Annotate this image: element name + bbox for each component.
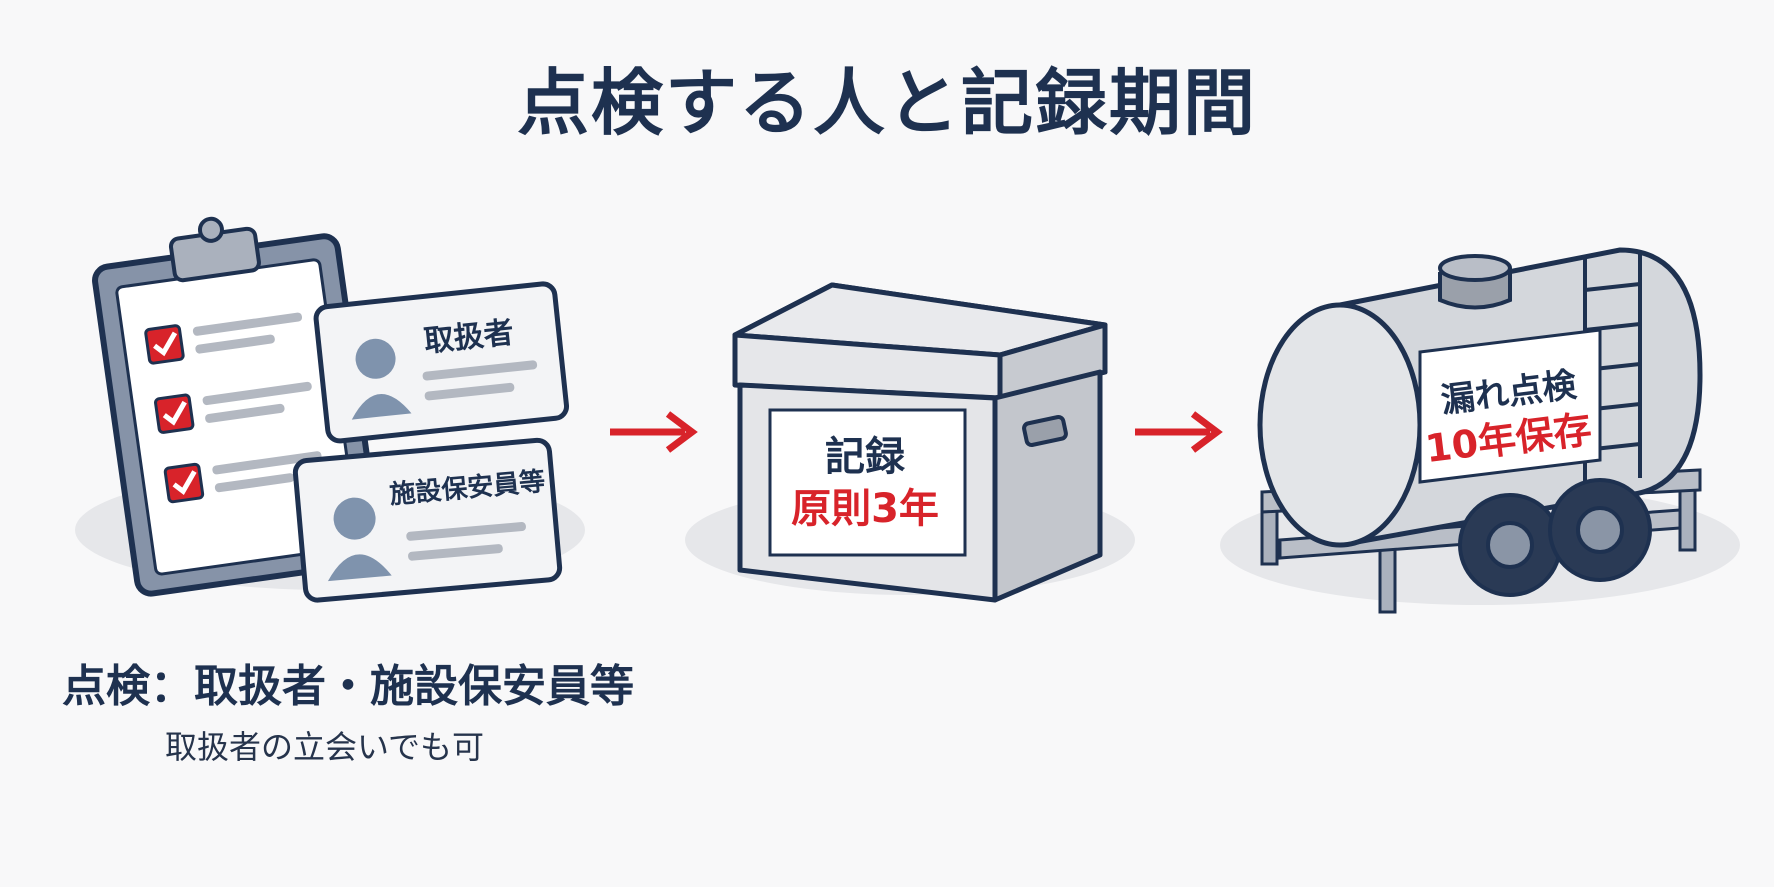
box-label-record: 記録 xyxy=(825,434,906,480)
archive-box-icon xyxy=(732,282,1108,603)
wheel-icon xyxy=(1548,478,1652,582)
checkbox-icon xyxy=(144,324,185,365)
checkbox-icon xyxy=(154,393,195,434)
wheel-icon xyxy=(1458,493,1562,597)
caption-inspector: 点検：取扱者・施設保安員等 xyxy=(62,661,634,712)
arrow-right-icon xyxy=(610,411,698,453)
page-title: 点検する人と記録期間 xyxy=(516,61,1257,145)
box-label-period: 原則3年 xyxy=(791,486,939,532)
id-card-security: 施設保安員等 xyxy=(292,437,563,603)
tank-trailer-icon xyxy=(1257,247,1703,614)
id-card-handler: 取扱者 xyxy=(313,281,570,444)
person-icon xyxy=(351,338,412,420)
person-icon xyxy=(327,497,392,582)
arrow-right-icon xyxy=(1135,411,1223,453)
caption-note: 取扱者の立会いでも可 xyxy=(165,728,485,766)
checkbox-icon xyxy=(163,462,205,504)
